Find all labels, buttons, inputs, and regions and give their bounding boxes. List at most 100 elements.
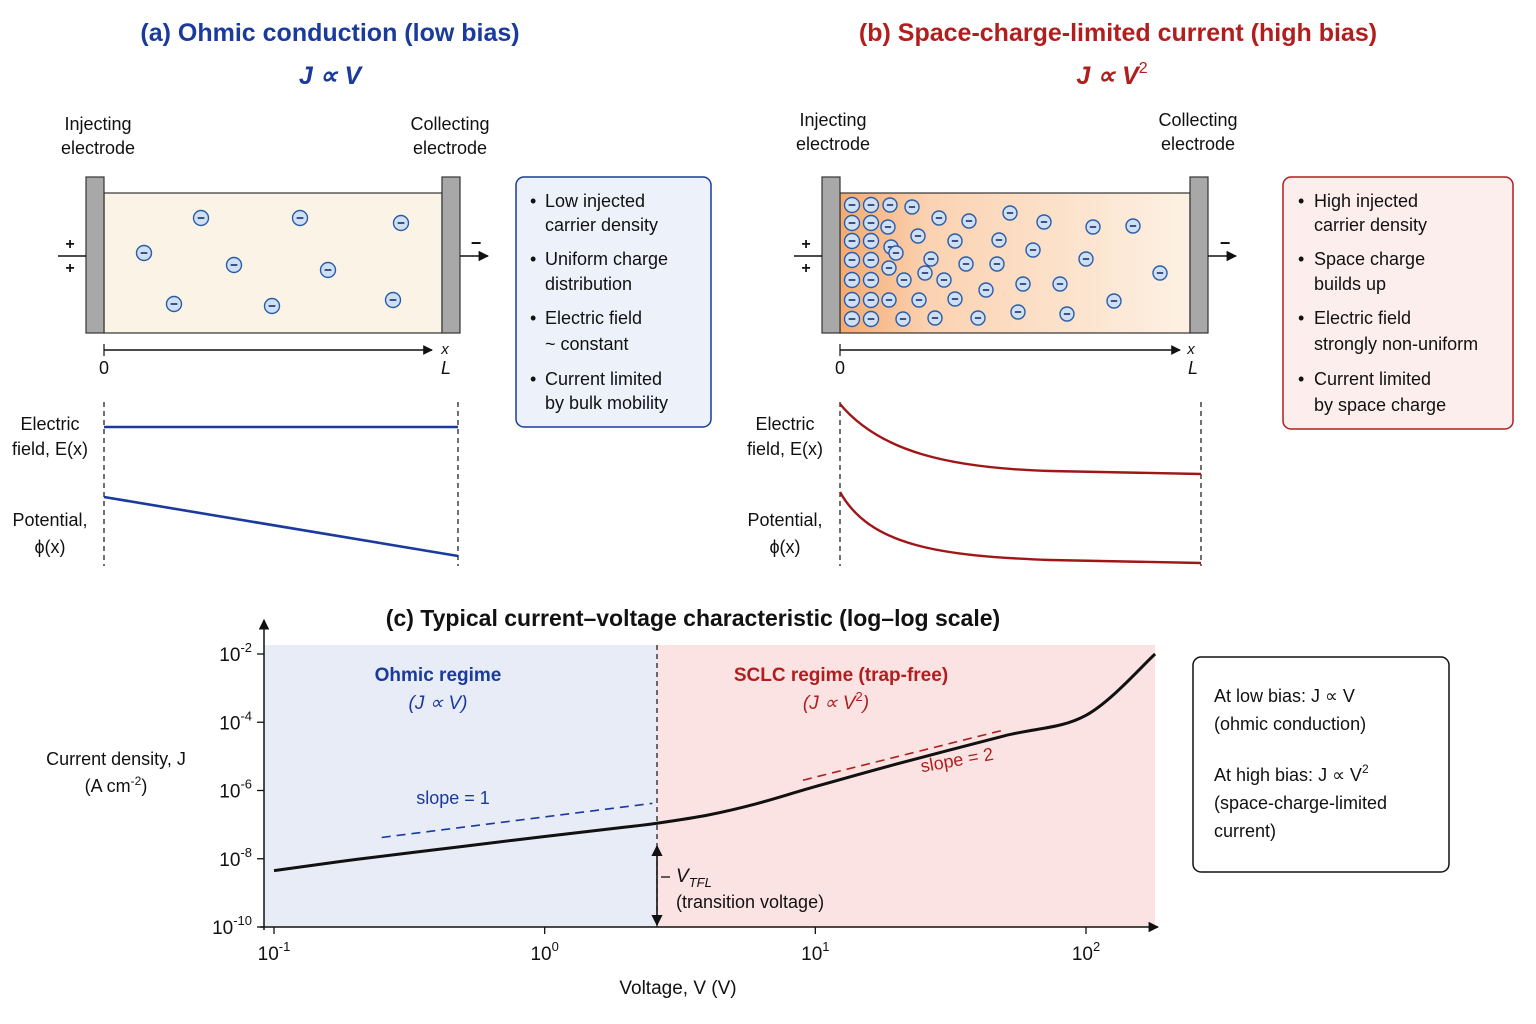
electron-icon	[888, 245, 904, 261]
electron-icon	[904, 199, 920, 215]
panel-b-formula: J ∝ V2	[1076, 60, 1147, 90]
electron-icon	[862, 310, 880, 328]
info-box	[1192, 656, 1450, 873]
panel-b-bullets: • High injected carrier density • Space …	[1298, 191, 1478, 415]
electron-icon	[263, 297, 281, 315]
panel-b-bullet-3-line-1: Electric field	[1314, 308, 1411, 328]
panel-a-axis-end: L	[441, 358, 451, 378]
electron-icon	[192, 209, 210, 227]
electron-icon	[1078, 251, 1094, 267]
panel-a-injecting-electrode	[85, 176, 105, 334]
electron-icon	[936, 272, 952, 288]
info-high-line-2: (space-charge-limited	[1214, 793, 1387, 813]
panel-b: (b) Space-charge-limited current (high b…	[747, 19, 1514, 566]
panel-a-bullet-2-line-1: Uniform charge	[545, 249, 668, 269]
sclc-regime-formula: (J ∝ V2)	[803, 689, 869, 714]
panel-b-collecting-label-1: Collecting	[1158, 110, 1237, 130]
panel-a-minus-sign: −	[471, 233, 482, 253]
electron-icon	[882, 197, 898, 213]
electron-icon	[862, 214, 880, 232]
slope-guide-2	[802, 729, 1005, 782]
panel-b-collecting-label-2: electrode	[1161, 134, 1235, 154]
bullet-dot: •	[1298, 191, 1304, 211]
panel-a-potential-label-2: ϕ(x)	[34, 537, 65, 557]
slope-guide-1	[381, 802, 653, 839]
y-axis-label-line-2: (A cm-2)	[85, 774, 148, 796]
panel-a-title: (a) Ohmic conduction (low bias)	[140, 19, 519, 47]
electron-icon	[911, 292, 927, 308]
panel-a-bullet-1-line-2: carrier density	[545, 215, 658, 235]
electron-icon	[991, 232, 1007, 248]
panel-b-potential-label-2: ϕ(x)	[769, 537, 800, 557]
electron-icon	[978, 282, 994, 298]
panel-a: (a) Ohmic conduction (low bias) J ∝ V In…	[12, 19, 712, 566]
panel-a-axis-origin: 0	[99, 358, 109, 378]
panel-b-collecting-electrode	[1189, 176, 1209, 334]
x-tick-label: 102	[1072, 939, 1100, 965]
electron-icon	[989, 256, 1005, 272]
panel-a-collecting-label-2: electrode	[413, 138, 487, 158]
electron-icon	[970, 310, 986, 326]
vtfl-label: VTFL	[676, 866, 712, 890]
panel-b-bullet-1-line-2: carrier density	[1314, 215, 1427, 235]
electron-icon	[947, 233, 963, 249]
electron-icon	[1059, 306, 1075, 322]
x-axis-label: Voltage, V (V)	[619, 978, 736, 999]
panel-a-bullet-3-line-2: ~ constant	[545, 334, 629, 354]
panel-b-ions	[843, 196, 1168, 328]
electron-icon	[843, 214, 861, 232]
bullet-dot: •	[1298, 369, 1304, 389]
electron-icon	[384, 291, 402, 309]
y-axis-label-line-1: Current density, J	[46, 749, 186, 769]
panel-a-collecting-electrode	[441, 176, 461, 334]
panel-a-bullet-3-line-1: Electric field	[545, 308, 642, 328]
panel-a-bullet-2-line-2: distribution	[545, 274, 632, 294]
ohmic-region	[264, 645, 657, 927]
panel-b-bullet-2-line-2: builds up	[1314, 274, 1386, 294]
panel-a-info-box	[515, 176, 712, 428]
x-tick-label: 100	[530, 939, 558, 965]
bullet-dot: •	[530, 249, 536, 269]
panel-b-injecting-electrode	[821, 176, 841, 334]
panel-c-title: (c) Typical current–voltage characterist…	[386, 605, 1000, 631]
panel-b-bullet-1-line-1: High injected	[1314, 191, 1418, 211]
electron-icon	[843, 310, 861, 328]
electron-icon	[1025, 242, 1041, 258]
electron-icon	[862, 196, 880, 214]
bullet-dot: •	[530, 369, 536, 389]
panel-b-title: (b) Space-charge-limited current (high b…	[859, 19, 1377, 47]
electron-icon	[1002, 205, 1018, 221]
electron-icon	[1106, 293, 1122, 309]
slope-1-label: slope = 1	[416, 788, 490, 808]
x-tick-label: 10-1	[258, 939, 291, 965]
panel-a-formula: J ∝ V	[299, 62, 364, 90]
electron-icon	[923, 251, 939, 267]
electron-icon	[1015, 276, 1031, 292]
electron-icon	[1036, 214, 1052, 230]
panel-b-minus-sign: −	[1220, 233, 1231, 253]
panel-a-ions	[135, 209, 410, 315]
electron-icon	[319, 261, 337, 279]
panel-b-field-label-1: Electric	[755, 414, 814, 434]
panel-a-injecting-label-2: electrode	[61, 138, 135, 158]
panel-b-bullet-3-line-2: strongly non-uniform	[1314, 334, 1478, 354]
electron-icon	[1085, 219, 1101, 235]
panel-b-bullet-2-line-1: Space charge	[1314, 249, 1425, 269]
panel-b-potential-curve	[838, 491, 1202, 565]
panel-c: (c) Typical current–voltage characterist…	[46, 605, 1450, 999]
panel-b-axis-origin: 0	[835, 358, 845, 378]
sclc-region	[657, 645, 1155, 927]
panel-b-axis-x: x	[1186, 341, 1195, 358]
jv-curve	[273, 652, 1157, 873]
panel-b-axis-end: L	[1188, 358, 1198, 378]
y-tick-label: 10-6	[219, 777, 252, 803]
electron-icon	[862, 271, 880, 289]
electron-icon	[843, 251, 861, 269]
panel-b-potential-label-1: Potential,	[747, 510, 822, 530]
ohmic-regime-title: Ohmic regime	[375, 665, 502, 686]
electron-icon	[931, 210, 947, 226]
panel-a-field-label-1: Electric	[20, 414, 79, 434]
panel-b-bullet-4-line-1: Current limited	[1314, 369, 1431, 389]
panel-a-collecting-label-1: Collecting	[410, 114, 489, 134]
